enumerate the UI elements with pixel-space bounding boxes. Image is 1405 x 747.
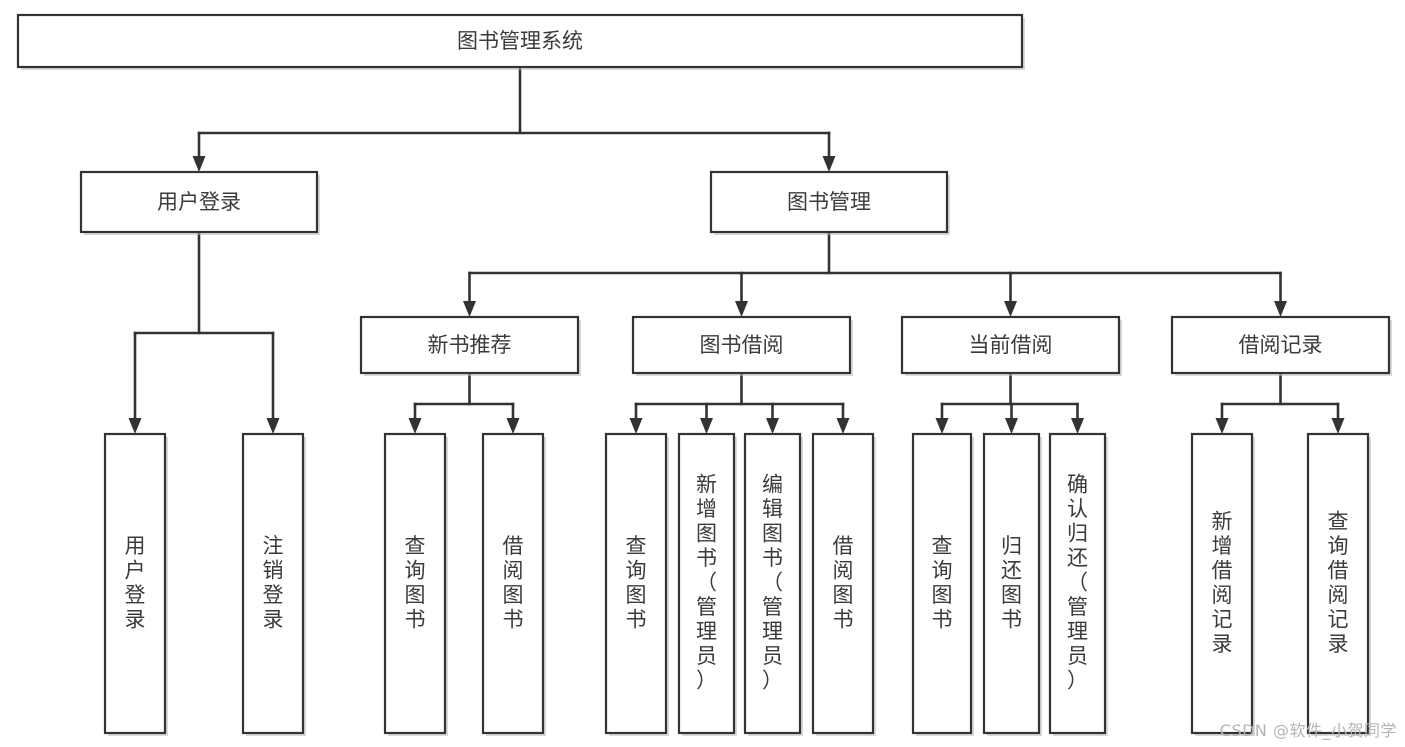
node-label: 当前借阅 [969,333,1053,357]
node-label: 借阅图书 [833,534,854,632]
nodes-layer: 图书管理系统用户登录图书管理新书推荐图书借阅当前借阅借阅记录用户登录注销登录查询… [16,13,1392,736]
node-leaf-query-book-3[interactable]: 查询图书 [911,432,974,736]
node-label: 用户登录 [157,190,241,214]
node-rect[interactable] [604,432,668,735]
arrow-head-icon [1215,418,1229,434]
node-rect[interactable] [481,432,545,735]
node-label: 新书推荐 [428,333,512,357]
edge-group-user-login [128,230,280,434]
node-book-manage[interactable]: 图书管理 [709,170,950,235]
node-rect[interactable] [241,432,305,735]
arrow-head-icon [935,418,949,434]
node-user-login[interactable]: 用户登录 [79,170,320,235]
node-root[interactable]: 图书管理系统 [16,13,1025,70]
node-rect[interactable] [1048,432,1107,735]
node-label: 图书管理 [787,190,871,214]
node-rect[interactable] [1170,315,1391,375]
node-label: 查询借阅记录 [1328,509,1349,656]
arrow-head-icon [1005,418,1018,434]
node-rect[interactable] [103,432,167,735]
node-leaf-add-record[interactable]: 新增借阅记录 [1190,432,1255,736]
node-current-borrow[interactable]: 当前借阅 [900,315,1122,376]
node-leaf-user-logout[interactable]: 注销登录 [241,432,306,736]
node-rect[interactable] [359,315,580,375]
arrow-head-icon [192,156,206,172]
arrow-head-icon [629,418,643,434]
node-leaf-edit-book[interactable]: 编辑图书（管理员） [743,432,803,736]
node-label: 编辑图书（管理员） [762,473,783,693]
node-rect[interactable] [811,432,875,735]
arrow-head-icon [1274,301,1287,317]
node-leaf-query-book-2[interactable]: 查询图书 [604,432,669,736]
arrow-head-icon [735,301,748,317]
node-label: 新增借阅记录 [1212,509,1233,656]
node-rect[interactable] [1306,432,1370,735]
node-rect[interactable] [911,432,973,735]
arrow-head-icon [700,418,713,434]
arrow-head-icon [463,301,476,317]
node-leaf-borrow-book-2[interactable]: 借阅图书 [811,432,876,736]
node-label: 查询图书 [405,534,426,632]
arrow-head-icon [822,156,836,172]
arrow-head-icon [506,418,520,434]
node-label: 用户登录 [125,534,146,632]
node-label: 查询图书 [626,534,647,632]
arrow-head-icon [1071,418,1084,434]
arrow-head-icon [836,418,850,434]
node-leaf-user-login[interactable]: 用户登录 [103,432,168,736]
node-leaf-confirm-return[interactable]: 确认归还（管理员） [1048,432,1108,736]
arrow-head-icon [128,418,142,434]
arrow-head-icon [266,418,280,434]
arrow-head-icon [1004,301,1017,317]
node-label: 图书管理系统 [457,29,583,53]
edge-group-book-manage [463,230,1287,317]
edge-group-current-borrow [935,371,1084,434]
node-label: 确认归还（管理员） [1067,473,1088,693]
node-rect[interactable] [1190,432,1254,735]
node-rect[interactable] [631,315,852,375]
node-rect[interactable] [16,13,1024,69]
node-leaf-return-book[interactable]: 归还图书 [982,432,1042,736]
node-rect[interactable] [900,315,1121,375]
node-book-borrow[interactable]: 图书借阅 [631,315,853,376]
node-leaf-query-record[interactable]: 查询借阅记录 [1306,432,1371,736]
node-rect[interactable] [677,432,736,735]
node-borrow-record[interactable]: 借阅记录 [1170,315,1392,376]
node-label: 借阅图书 [503,534,524,632]
edge-group-new-book-rec [408,371,520,434]
edges-layer [128,65,1345,434]
arrow-head-icon [408,418,422,434]
node-label: 注销登录 [263,534,284,632]
node-rect[interactable] [79,170,319,234]
edge-group-root [192,65,836,172]
arrow-head-icon [766,418,779,434]
node-label: 新增图书（管理员） [696,473,717,693]
node-leaf-borrow-book-1[interactable]: 借阅图书 [481,432,546,736]
node-rect[interactable] [709,170,949,234]
node-label: 图书借阅 [700,333,784,357]
node-leaf-add-book[interactable]: 新增图书（管理员） [677,432,737,736]
node-rect[interactable] [743,432,802,735]
node-label: 查询图书 [932,534,953,632]
node-new-book-rec[interactable]: 新书推荐 [359,315,581,376]
arrow-head-icon [1331,418,1345,434]
edge-group-borrow-record [1215,371,1345,434]
edge-group-book-borrow [629,371,850,434]
node-rect[interactable] [383,432,447,735]
node-leaf-query-book-1[interactable]: 查询图书 [383,432,448,736]
node-label: 借阅记录 [1239,333,1323,357]
node-rect[interactable] [982,432,1041,735]
node-label: 归还图书 [1001,534,1022,632]
